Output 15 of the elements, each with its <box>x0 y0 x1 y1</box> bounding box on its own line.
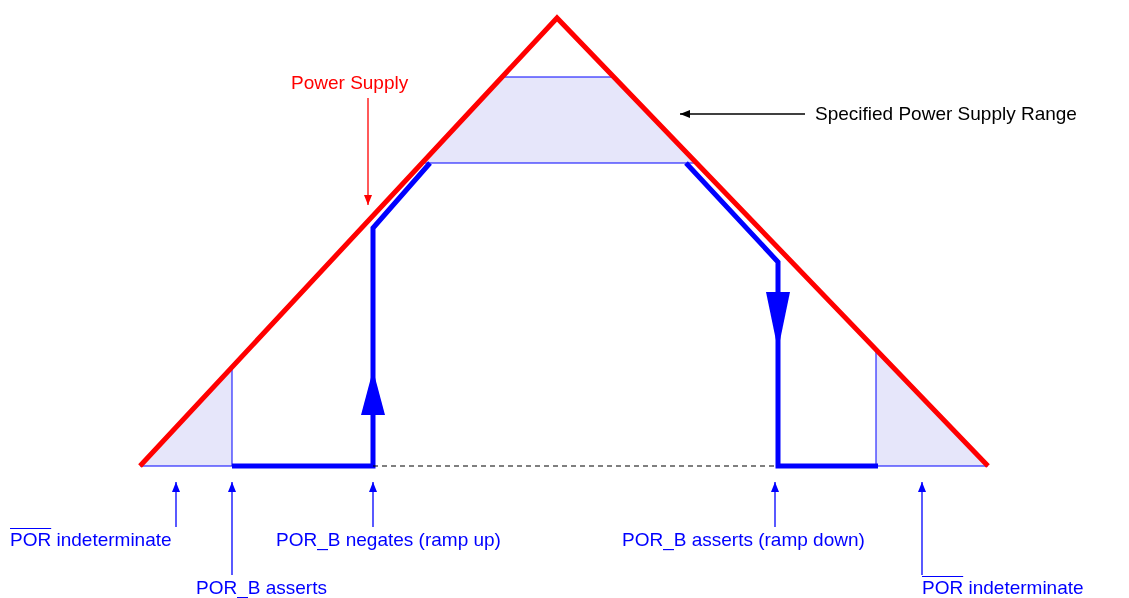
leader-arrow <box>679 110 806 118</box>
state-label: POR_B asserts (ramp down) <box>622 529 865 551</box>
leader-arrow <box>369 481 377 528</box>
state-label: POR indeterminate <box>10 529 172 551</box>
leader-arrow <box>918 481 926 576</box>
range-label: Specified Power Supply Range <box>815 103 1077 125</box>
state-label: POR_B asserts <box>196 577 327 598</box>
leader-arrow <box>228 481 236 576</box>
state-label: POR_B negates (ramp up) <box>276 529 501 551</box>
por-b-signal-trace <box>232 161 878 469</box>
state-label: POR indeterminate <box>922 577 1084 598</box>
leader-arrow <box>364 97 372 206</box>
leader-arrow <box>771 481 779 528</box>
leader-arrow <box>172 481 180 528</box>
power-supply-label: Power Supply <box>291 72 409 94</box>
